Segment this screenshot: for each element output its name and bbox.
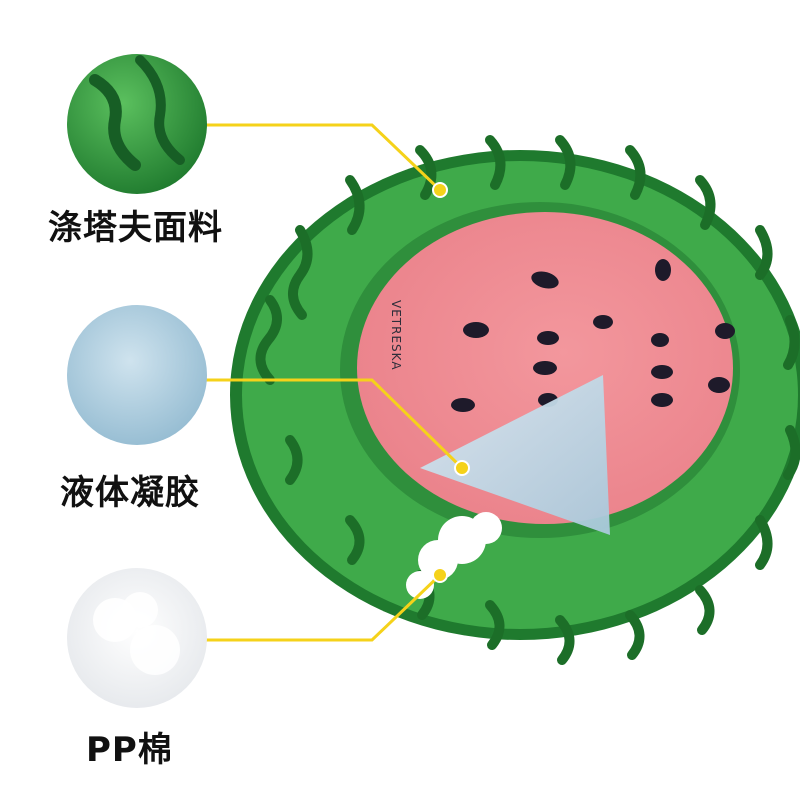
label-cotton: PP棉 [86,730,173,770]
brand-text: VETRESKA [389,300,403,371]
label-fabric: 涤塔夫面料 [48,208,223,248]
seeds [451,259,735,412]
rind-stripes [255,135,800,665]
label-gel: 液体凝胶 [60,473,200,513]
watermelon-pad [230,135,800,665]
swatch-gel [67,305,207,445]
callout-line-cotton [205,573,442,642]
cotton-puffs [406,512,502,599]
swatch-cotton [67,568,207,708]
callout-line-fabric [205,123,442,192]
callout-lines [205,123,464,642]
callout-dot-cotton [432,567,448,583]
callout-dot-gel [454,460,470,476]
callout-line-gel [205,378,464,470]
callout-dot-fabric [432,182,448,198]
gel-slice [420,375,610,535]
callout-dots [432,182,470,583]
swatch-fabric [67,54,207,194]
